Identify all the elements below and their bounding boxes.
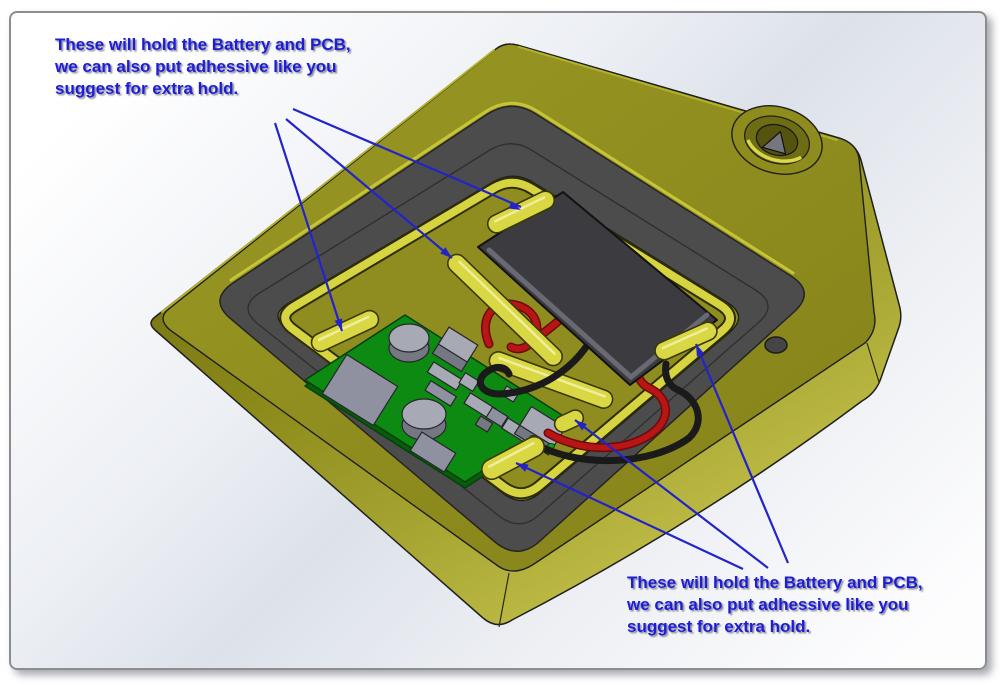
black-wire-arc [527, 360, 702, 464]
battery-wires [476, 299, 702, 464]
component-ic [431, 326, 479, 373]
component-capacitor [401, 398, 447, 441]
clip-battery-right [654, 321, 718, 361]
red-wire-arc [545, 364, 669, 451]
cavity-rim [279, 176, 736, 500]
annotation-arrow-line [574, 419, 769, 569]
arrowhead [440, 247, 452, 258]
keyring-hole [731, 105, 823, 175]
component-pad [409, 431, 457, 473]
retaining-clips [310, 190, 718, 481]
pcb [304, 314, 567, 489]
arrowhead [696, 344, 705, 357]
wall-corner-crease-right [866, 342, 880, 383]
rim-face [281, 178, 734, 498]
annotation-note-bottom: These will hold the Battery and PCB, we … [627, 573, 923, 636]
annotation-arrow-line [694, 343, 790, 564]
annotation-arrow-line [292, 107, 522, 209]
hole-cone [761, 130, 787, 155]
screw-boss [764, 336, 788, 354]
component-chip [426, 361, 464, 391]
annotation-arrow-line [273, 122, 344, 332]
annotation-arrow-line [515, 462, 744, 570]
annotation-arrows [273, 107, 790, 570]
clip-connector-post [553, 409, 585, 433]
clip-pcb-bottom [481, 435, 545, 481]
component-chip [424, 379, 458, 407]
cavity-outer-edge-highlight [229, 101, 795, 282]
component-pad [321, 353, 399, 427]
component-chip [474, 415, 494, 433]
top-edge-highlight-left [161, 49, 495, 313]
annotation-note-top: These will hold the Battery and PCB, we … [55, 35, 351, 98]
component-chip [485, 406, 509, 428]
component-capacitor [388, 323, 430, 363]
cavity-step-line [247, 143, 769, 525]
arrowhead [508, 201, 521, 210]
arrowhead [516, 463, 529, 472]
arrowhead [334, 318, 343, 331]
component-chip [458, 371, 480, 393]
hole-rim-highlight [746, 139, 803, 163]
arrowhead [575, 420, 587, 431]
pcb-board [304, 314, 566, 483]
pcb-components [321, 323, 567, 473]
wall-corner-crease-bottom [498, 572, 510, 628]
black-wire-hook [476, 326, 600, 398]
annotation-arrow-line [285, 118, 453, 259]
